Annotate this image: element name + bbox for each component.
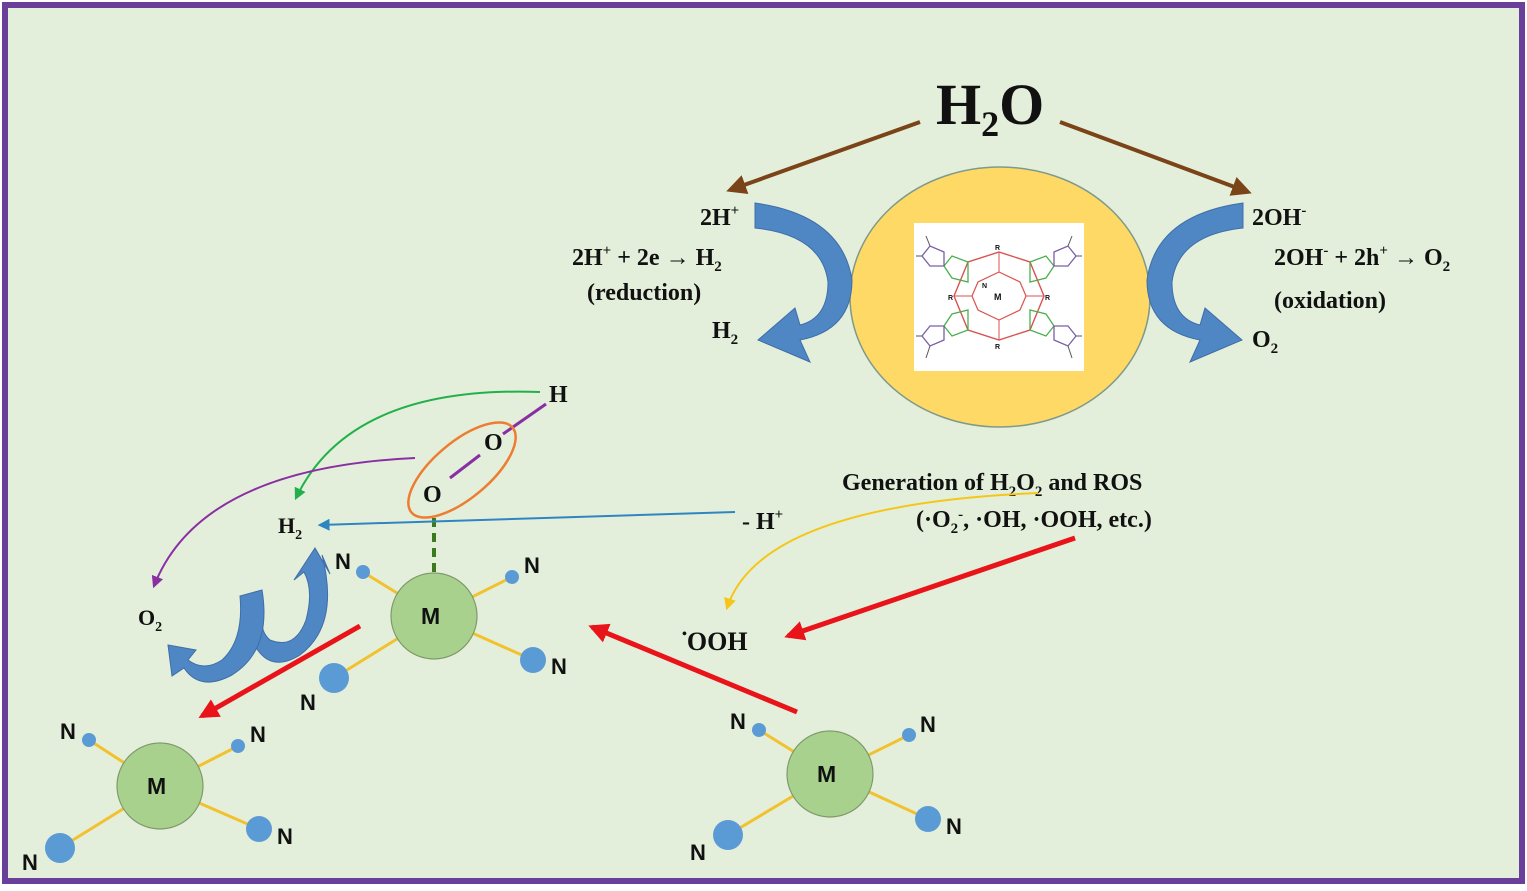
oxygen-lower-label: O xyxy=(423,482,442,508)
reduction-product: H2 xyxy=(712,318,738,348)
center-to-left-arrow xyxy=(198,623,362,719)
nitrogen-atom-dot xyxy=(713,820,743,850)
nitrogen-label: N xyxy=(730,709,746,734)
hydrogen-atom-label: H xyxy=(549,382,568,408)
reduction-curved-arrow-icon xyxy=(754,202,853,363)
nitrogen-atom-dot xyxy=(319,663,349,693)
ros-heading: Generation of H2O2 and ROS xyxy=(842,470,1142,500)
nitrogen-label: N xyxy=(524,553,540,578)
nitrogen-atom-dot xyxy=(902,728,916,742)
ros-species-list: (·O2-, ·OH, ·OOH, etc.) xyxy=(916,507,1152,537)
oxidation-equation: 2OH- + 2h+ → O2 xyxy=(1274,243,1450,275)
nitrogen-label: N xyxy=(920,712,936,737)
reduction-equation: 2H+ + 2e → H2 xyxy=(572,243,722,275)
porphyrin-r-left: R xyxy=(948,295,953,302)
reduction-label: (reduction) xyxy=(587,280,701,306)
water-title: H2O xyxy=(936,72,1044,144)
metal-complex-center: N N N N M xyxy=(300,549,567,715)
porphyrin-r-top: R xyxy=(995,245,1000,252)
h2-product-label: H2 xyxy=(278,513,302,543)
nitrogen-label: N xyxy=(22,850,38,875)
oxidation-product: O2 xyxy=(1252,327,1278,357)
nitrogen-label: N xyxy=(250,722,266,747)
nitrogen-label: N xyxy=(60,719,76,744)
ros-yellow-arrow xyxy=(724,492,1039,611)
peroxide-ellipse xyxy=(407,421,517,519)
porphyrin-r-right: R xyxy=(1045,295,1050,302)
metal-center-label: M xyxy=(817,761,836,787)
oxidation-reactant: 2OH- xyxy=(1252,203,1306,231)
nitrogen-atom-dot xyxy=(82,733,96,747)
porphyrin-r-bottom: R xyxy=(995,344,1000,351)
nitrogen-atom-dot xyxy=(520,647,546,673)
porphyrin-structure-icon: M N R R R R xyxy=(916,235,1082,359)
nitrogen-label: N xyxy=(551,654,567,679)
nitrogen-label: N xyxy=(690,840,706,865)
split-arrow-left xyxy=(726,120,921,195)
oo-bond xyxy=(449,453,481,480)
metal-center-label: M xyxy=(147,773,166,799)
oxidation-label: (oxidation) xyxy=(1274,288,1386,314)
hydroperoxyl-radical: •OOH xyxy=(682,627,748,656)
oxygen-upper-label: O xyxy=(484,430,503,456)
porphyrin-n-label: N xyxy=(982,283,987,290)
oxidation-curved-arrow-icon xyxy=(1146,202,1244,363)
nitrogen-label: N xyxy=(946,814,962,839)
oh-bond xyxy=(502,402,547,436)
reduction-reactant: 2H+ xyxy=(700,203,739,231)
metal-complex-left: N N N N M xyxy=(22,719,293,875)
nitrogen-atom-dot xyxy=(231,739,245,753)
porphyrin-panel xyxy=(914,223,1084,371)
deprotonation-arrow xyxy=(317,511,736,531)
metal-center-circle xyxy=(116,742,204,830)
metal-complex-right: N N N N M xyxy=(690,709,962,865)
nitrogen-atom-dot xyxy=(246,816,272,842)
o2-product-label: O2 xyxy=(138,605,162,635)
right-to-center-arrow xyxy=(588,623,798,715)
nitrogen-atom-dot xyxy=(356,565,370,579)
metal-center-circle xyxy=(786,730,874,818)
porphyrin-metal-label: M xyxy=(994,292,1002,302)
ros-to-ooh-arrow xyxy=(784,535,1076,641)
minus-proton-label: - H+ xyxy=(742,507,783,535)
nitrogen-atom-dot xyxy=(752,723,766,737)
nitrogen-label: N xyxy=(335,549,351,574)
metal-center-label: M xyxy=(421,603,440,629)
nitrogen-atom-dot xyxy=(915,806,941,832)
metal-center-circle xyxy=(390,572,478,660)
o2-evolution-arrow-icon xyxy=(167,589,265,683)
split-arrow-right xyxy=(1059,120,1252,196)
nitrogen-label: N xyxy=(300,690,316,715)
nitrogen-atom-dot xyxy=(505,570,519,584)
nitrogen-label: N xyxy=(277,824,293,849)
oxygen-release-purple-arrow xyxy=(151,457,416,589)
nitrogen-atom-dot xyxy=(45,833,75,863)
